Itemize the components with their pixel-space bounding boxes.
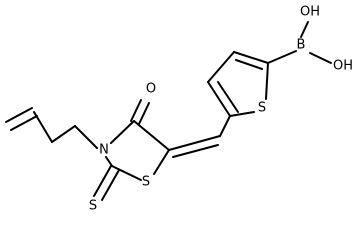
boronic-acid-group xyxy=(267,21,332,64)
carbonyl-oxygen-label: O xyxy=(146,82,156,97)
thiophene-c2-c3-bond xyxy=(207,81,231,117)
thiophene-c2-c3-inner-bond xyxy=(217,81,239,113)
exocyclic-double-bond-a xyxy=(168,135,221,151)
thiophene-c4-c5-bond xyxy=(233,51,269,64)
allyl-group xyxy=(5,107,98,149)
thiophene-sulfur-label: S xyxy=(258,101,266,116)
allyl-to-nitrogen-bond xyxy=(74,125,98,149)
boron-oh-right-bond xyxy=(309,52,332,64)
structure-svg: OH OH B S O N S S xyxy=(5,5,353,214)
thiazolidinone-ring xyxy=(93,99,170,201)
thiophene-c3-c4-bond xyxy=(207,51,235,83)
exocyclic-double-bond-b xyxy=(172,144,219,158)
thione-double-bond-b xyxy=(101,169,120,201)
thiazolidine-sulfur-label: S xyxy=(142,175,150,190)
boron-oh-top-bond xyxy=(300,21,309,38)
linker-to-thiophene-bond xyxy=(219,115,231,137)
allyl-single-bond-2 xyxy=(51,125,76,143)
c5-to-ring-sulfur-bond xyxy=(153,149,170,175)
boron-label: B xyxy=(297,38,306,53)
thiophene-ring xyxy=(207,51,269,117)
ring-sulfur-to-c2-bond xyxy=(111,165,142,181)
allyl-single-bond-1 xyxy=(33,111,53,143)
molecule-diagram: OH OH B S O N S S xyxy=(5,5,353,214)
carbonyl-double-bond-b xyxy=(138,102,150,125)
allyl-terminal-double-bond-b xyxy=(10,115,38,131)
thiophene-c5-sulfur-bond xyxy=(265,62,269,100)
allyl-terminal-double-bond-a xyxy=(5,107,33,123)
thiophene-c4-c5-inner-bond xyxy=(235,59,263,70)
atom-labels: OH OH B S O N S S xyxy=(89,5,353,214)
thione-double-bond-a xyxy=(93,165,112,197)
thione-sulfur-label: S xyxy=(89,199,97,214)
thiophene-sulfur-c2-bond xyxy=(229,111,255,117)
c2-to-nitrogen-bond xyxy=(105,156,113,167)
n-to-carbonyl-carbon-bond xyxy=(110,120,135,144)
methylidene-linker xyxy=(168,115,231,158)
carbonyl-carbon-to-c5-bond xyxy=(133,120,170,151)
carbonyl-double-bond-a xyxy=(130,99,142,122)
hydroxyl-right-label: OH xyxy=(333,59,353,74)
carbon-boron-bond xyxy=(267,50,297,64)
hydroxyl-top-label: OH xyxy=(300,5,320,20)
ring-nitrogen-label: N xyxy=(99,143,109,158)
